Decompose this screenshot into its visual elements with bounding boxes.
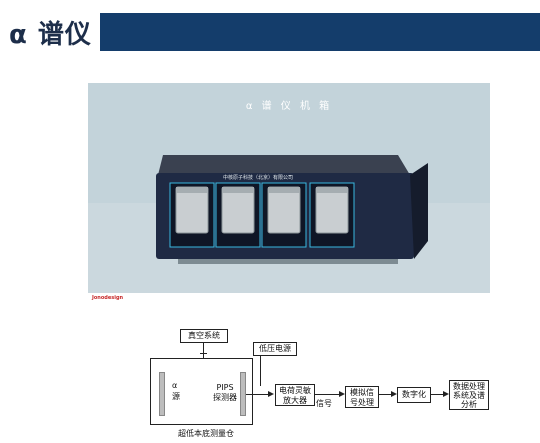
analog-processing-box: 模拟信 号处理: [345, 386, 379, 408]
digital-data-line: [431, 394, 443, 395]
chamber-box: [150, 358, 253, 425]
brand-logo: Jonodesign: [92, 295, 124, 301]
arrow-to-amp: [268, 391, 274, 397]
detector-label: PIPS 探测器: [213, 383, 237, 402]
photo-caption: α 谱 仪 机 箱: [245, 101, 333, 112]
detector-amp-line: [246, 394, 268, 395]
source-plate: [159, 372, 165, 416]
photo-bottom-strip: [88, 293, 490, 309]
signal-label: 信号: [316, 399, 332, 408]
arrow-to-analog: [339, 391, 345, 397]
amp-signal-line: [315, 394, 339, 395]
vacuum-system-box: 真空系统: [180, 329, 228, 343]
data-processing-box: 数据处理 系统及谱 分析: [449, 380, 489, 410]
vacuum-valve: [200, 353, 207, 354]
power-line: [260, 356, 261, 386]
detector-plate: [240, 372, 246, 416]
product-photo: α 谱 仪 机 箱 中核原子科技（北京）有限公司 Jon: [88, 83, 490, 309]
vacuum-line: [203, 343, 204, 359]
low-voltage-power-box: 低压电源: [253, 342, 297, 356]
page-title: α 谱仪: [9, 20, 92, 50]
arrow-to-data: [443, 391, 449, 397]
header-bar: [100, 13, 540, 51]
digitization-box: 数字化: [397, 387, 431, 403]
chassis-illustration: [156, 155, 428, 264]
analog-digital-line: [379, 394, 391, 395]
chamber-label: 超低本底测量仓: [178, 429, 234, 438]
charge-amplifier-box: 电荷灵敏 放大器: [275, 384, 315, 406]
source-label: α 源: [172, 381, 180, 401]
device-label: 中核原子科技（北京）有限公司: [223, 175, 294, 181]
arrow-to-digital: [391, 391, 397, 397]
